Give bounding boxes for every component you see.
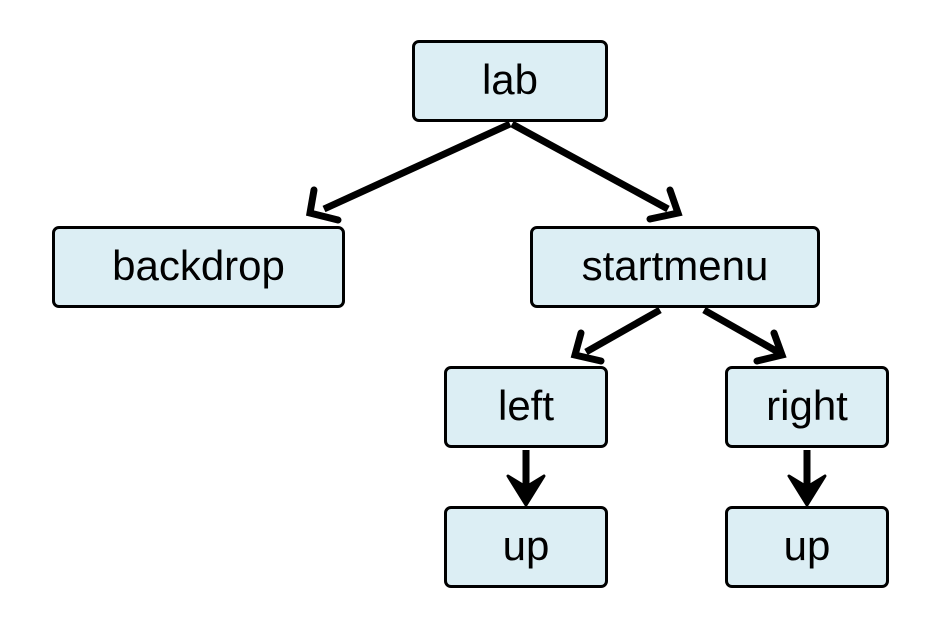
node-label-left: left [497, 382, 555, 429]
node-lab[interactable]: lab [412, 40, 608, 122]
node-label-startmenu: startmenu [581, 242, 769, 289]
node-label-up-left: up [502, 522, 550, 569]
edge-lab-backdrop [305, 120, 512, 224]
edge-lab-startmenu [510, 120, 683, 223]
node-right[interactable]: right [725, 366, 889, 448]
node-label-lab: lab [481, 56, 539, 103]
node-up-left[interactable]: up [444, 506, 608, 588]
edge-right-up [787, 450, 827, 507]
node-label-up-right: up [783, 522, 831, 569]
node-label-right: right [766, 382, 848, 429]
edge-startmenu-right [702, 306, 787, 365]
node-backdrop[interactable]: backdrop [52, 226, 345, 308]
node-label-backdrop: backdrop [112, 242, 285, 289]
node-left[interactable]: left [444, 366, 608, 448]
edge-left-up [506, 450, 546, 507]
edge-startmenu-left [570, 306, 662, 365]
node-startmenu[interactable]: startmenu [530, 226, 820, 308]
node-up-right[interactable]: up [725, 506, 889, 588]
